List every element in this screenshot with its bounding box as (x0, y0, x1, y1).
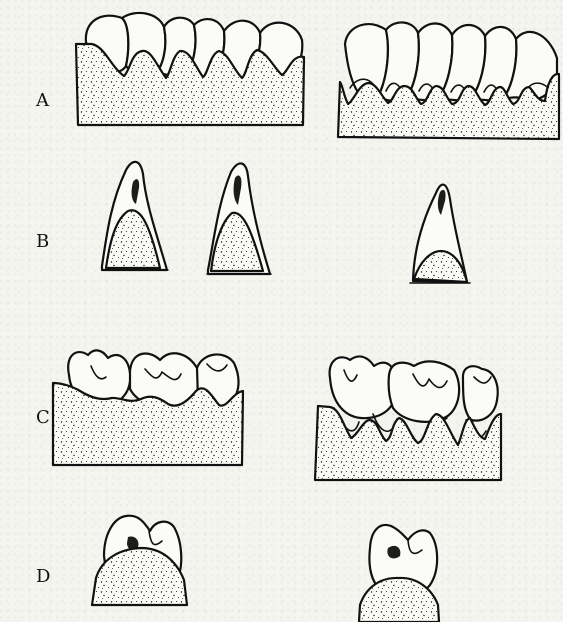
row-a-left-anterior-teeth (76, 13, 304, 125)
row-label-c: C (36, 407, 50, 428)
row-a-right-anterior-teeth-bone-loss (338, 22, 559, 139)
row-c-right-posterior-teeth-bone-loss (315, 356, 501, 480)
row-b-tooth-section-1 (102, 162, 168, 270)
row-b-tooth-section-2 (207, 163, 271, 274)
row-c-left-posterior-teeth (53, 350, 243, 465)
row-label-b: B (36, 231, 49, 252)
row-b-tooth-section-3-bone-loss (410, 185, 470, 283)
row-label-a: A (35, 90, 50, 111)
row-label-d: D (36, 566, 50, 587)
row-d-left-molar-section (92, 516, 187, 605)
row-d-right-molar-section-bone-loss (359, 525, 439, 622)
